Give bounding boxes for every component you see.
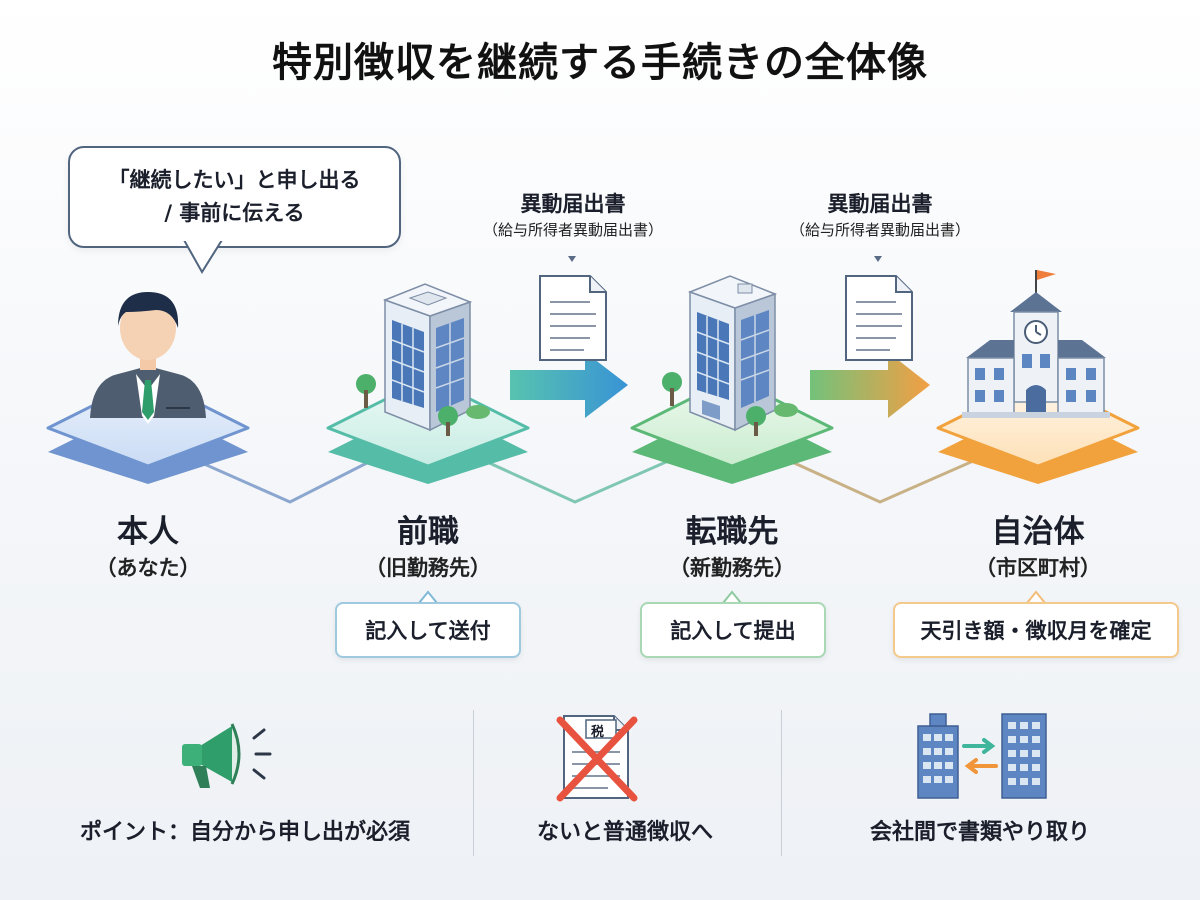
point-label-3: 会社間で書類やり取り: [869, 820, 1090, 845]
flow-diagram: [46, 256, 1140, 504]
city-hall-icon: [962, 270, 1110, 418]
megaphone-icon: [182, 723, 272, 788]
node-name-former-employer: 前職: [397, 514, 459, 550]
tag-tail-new: [722, 590, 742, 604]
document-subtitle-1: （給与所得者異動届出書）: [482, 221, 663, 239]
arrow-former-to-new: [510, 352, 628, 418]
speech-bubble-line1: 「継続したい」と申し出る: [108, 168, 361, 193]
connector-lines: [149, 434, 1031, 504]
document-title-1: 異動届出書: [520, 192, 626, 216]
document-subtitle-2: （給与所得者異動届出書）: [789, 221, 970, 239]
speech-bubble: 「継続したい」と申し出る / 事前に伝える: [68, 146, 401, 248]
divider-2: [781, 710, 782, 856]
node-sub-former-employer: （旧勤務先）: [365, 556, 491, 580]
node-sub-municipality: （市区町村）: [975, 556, 1101, 580]
document-icon-1: [539, 256, 607, 361]
tag-tail-former: [418, 590, 438, 604]
speech-bubble-tail: [182, 238, 226, 274]
node-sub-new-employer: （新勤務先）: [669, 556, 795, 580]
divider-1: [473, 710, 474, 856]
page-title: 特別徴収を継続する手続きの全体像: [272, 40, 928, 86]
point-label-1: ポイント：自分から申し出が必須: [79, 820, 410, 845]
node-name-new-employer: 転職先: [685, 514, 779, 550]
point-label-2: ないと普通徴収へ: [536, 820, 713, 845]
tax-label: 税: [591, 725, 605, 740]
crossed-tax-document-icon: 税: [552, 712, 642, 802]
node-sub-person: （あなた）: [95, 556, 201, 580]
document-icon-2: [845, 256, 913, 361]
action-tag-former-employer: 記入して送付: [335, 602, 521, 658]
new-office-building-icon: [662, 275, 798, 436]
node-name-person: 本人: [117, 514, 179, 550]
person-icon: [90, 292, 206, 424]
buildings-exchange-icon: [917, 713, 1047, 799]
action-tag-municipality: 天引き額・徴収月を確定: [893, 602, 1179, 658]
speech-bubble-line2: / 事前に伝える: [164, 201, 305, 225]
tag-tail-municipality: [1026, 590, 1046, 604]
document-title-2: 異動届出書: [827, 192, 933, 216]
action-tag-new-employer: 記入して提出: [640, 602, 826, 658]
arrow-new-to-municipality: [810, 352, 930, 418]
crossed-tax-document-graphic: [556, 715, 638, 802]
former-office-building-icon: [356, 283, 490, 436]
node-name-municipality: 自治体: [991, 514, 1085, 550]
